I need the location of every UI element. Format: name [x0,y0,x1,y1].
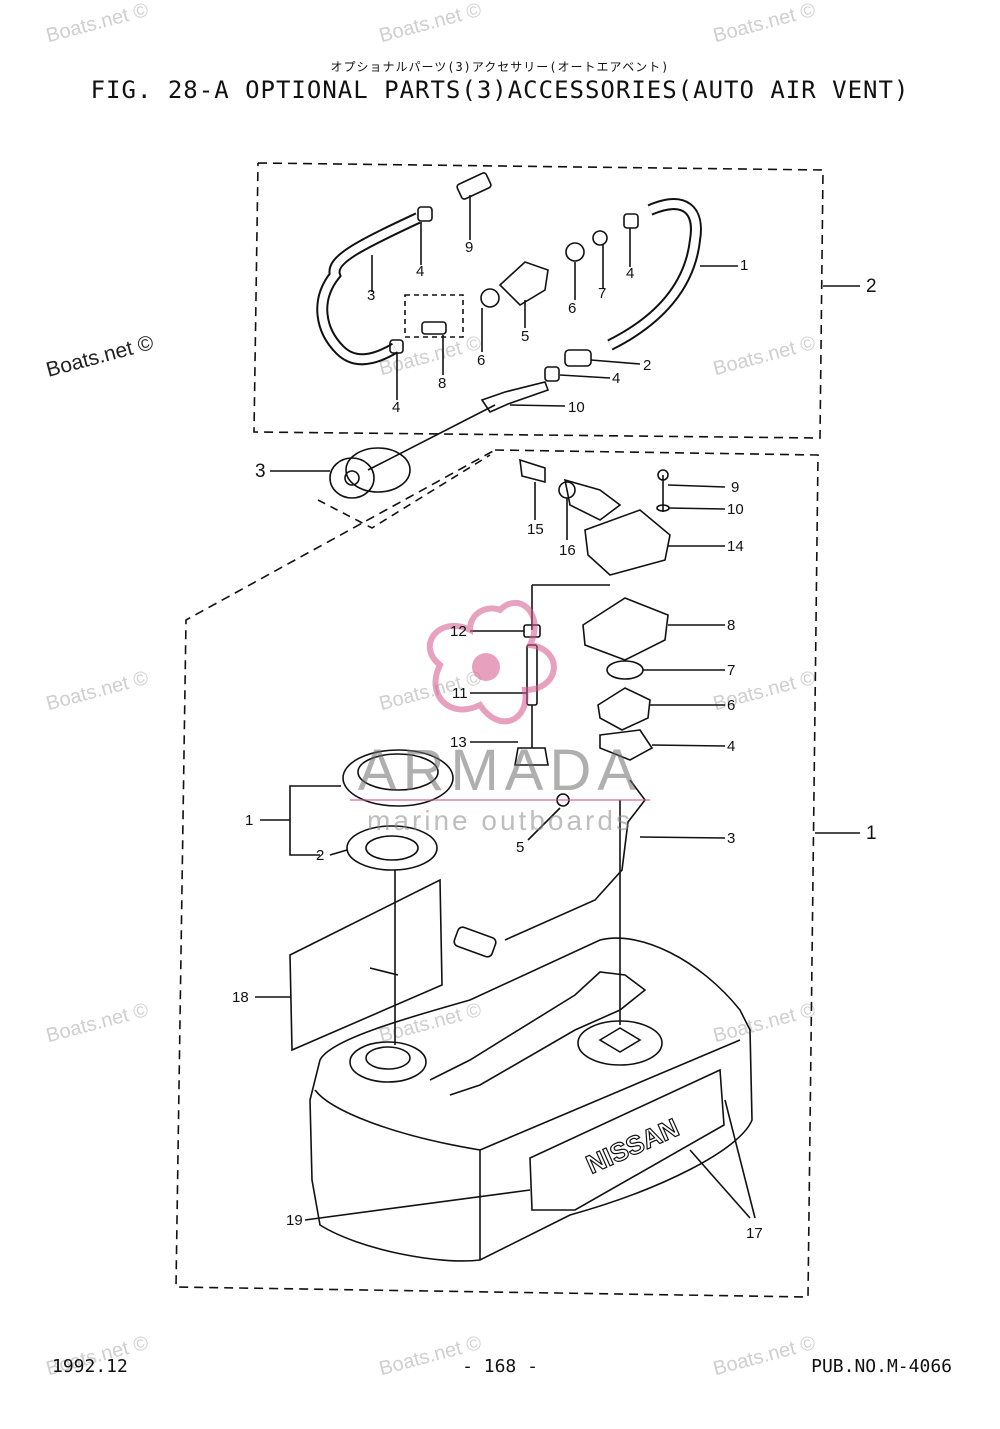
armada-logo: ARMADA marine outboards [350,600,650,836]
callout-lower: 5 [516,839,524,856]
bracket-part-4 [599,729,654,761]
callout-lower: 18 [232,989,249,1006]
logo-wordmark: ARMADA [358,738,642,803]
kit-boundary-upper [253,162,824,439]
callout-lower: 10 [727,501,744,518]
clip-part-4 [417,206,433,222]
callout-lower: 6 [727,697,735,714]
washer-part-7 [592,230,608,246]
callout-upper: 7 [598,285,606,302]
callout-upper: 1 [740,257,748,274]
callout-lower: 15 [527,521,544,538]
callout-lower: 17 [746,1225,763,1242]
float-housing-part-6 [597,687,651,731]
callout-lower: 13 [450,734,467,751]
callout-upper: 5 [521,328,529,345]
page-number: - 168 - [462,1356,538,1377]
callout-lower: 12 [450,623,467,640]
screw-part-9 [657,469,669,481]
callout-upper: 4 [416,263,424,280]
callout-lower: 3 [255,461,266,482]
callout-lower: 1 [866,823,877,844]
gasket-part-8 [582,597,669,661]
o-ring-part-7 [606,660,644,680]
callout-lower: 8 [727,617,735,634]
callout-upper: 10 [568,399,585,416]
publication-number: PUB.NO.M-4066 [811,1356,952,1377]
gauge-arm-part-3 [504,779,647,941]
tank-handle [429,971,647,1096]
tank-decal-panel-part-17 [529,1068,725,1211]
callout-lower: 7 [727,662,735,679]
callout-upper: 4 [612,370,620,387]
valve-body-part-5 [498,261,549,307]
fuel-cap-part-1 [342,749,454,807]
callout-lower: 16 [559,542,576,559]
vent-cap-part-3 [345,447,411,493]
callout-upper: 2 [643,357,651,374]
callout-upper: 6 [568,300,576,317]
callout-lower: 2 [316,847,324,864]
callout-upper: 8 [438,375,446,392]
fitting-part-10 [480,381,550,414]
label-plate-part-18 [289,878,443,1052]
clip-part-4b [623,213,639,229]
callout-lower: 1 [245,812,253,829]
cap-gasket-part-2 [346,825,438,871]
connector-part-9 [456,172,492,200]
assembly-boundary-lower [175,449,819,1298]
clip-part-4d [544,366,560,382]
fuel-tank-body [309,937,753,1262]
callout-upper: 3 [367,287,375,304]
hose-part-2 [564,349,592,367]
callout-lower: 11 [452,685,468,702]
washer-part-6 [565,242,585,262]
fitting-part-13 [514,747,549,766]
callout-upper: 4 [626,265,634,282]
callout-lower: 9 [731,479,739,496]
nipple-part-15 [519,458,546,484]
tank-filler-neck [349,1041,427,1083]
tank-brand-nissan: NISSAN [581,1112,683,1179]
figure-title: FIG. 28-A OPTIONAL PARTS(3)ACCESSORIES(A… [90,76,910,104]
callout-lower: 19 [286,1212,303,1229]
logo-tagline: marine outboards [367,805,633,836]
callout-lower: 4 [727,738,735,755]
connector-part-8 [404,294,464,338]
callout-upper: 9 [465,239,473,256]
callout-upper: 6 [477,352,485,369]
callout-upper: 2 [866,276,877,297]
figure-subtitle-japanese: オプショナルパーツ(3)アクセサリー(オートエアベント) [330,60,670,74]
callout-lower: 14 [727,538,744,555]
publication-date: 1992.12 [52,1356,128,1377]
callout-upper: 4 [392,399,400,416]
callout-lower: 3 [727,830,735,847]
bracket-part-14 [584,509,671,576]
